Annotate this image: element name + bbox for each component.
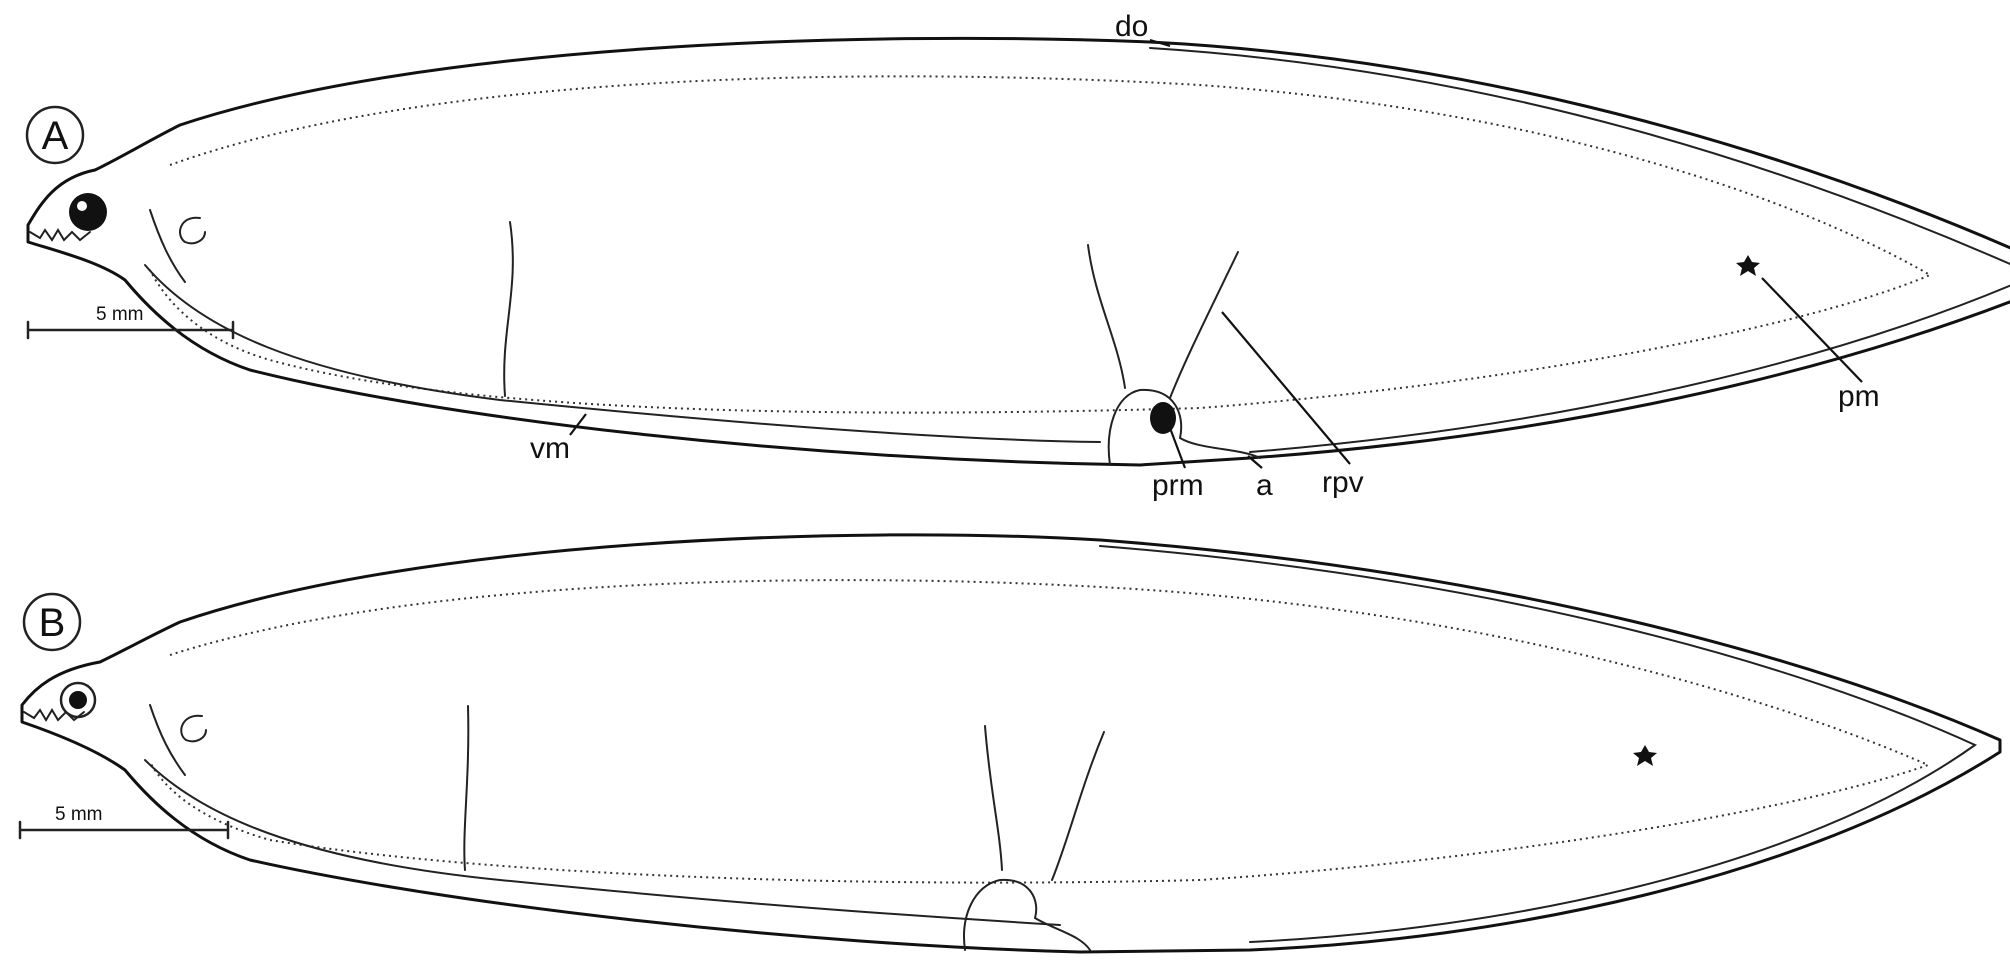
larva-a-opercle — [149, 209, 186, 283]
leader-pm — [1761, 277, 1863, 383]
larva-a-anal-region — [1107, 388, 1261, 466]
leader-do — [1149, 38, 1171, 48]
larva-a-pigment-cluster — [1150, 402, 1176, 434]
label-do: do — [1115, 10, 1148, 43]
larva-a-outline — [26, 36, 2010, 467]
panel-a-label: A — [42, 114, 69, 158]
larva-b-jaw — [23, 708, 85, 722]
larva-a-vertical-line-3 — [1169, 251, 1239, 399]
panel-b: B 5 mm — [18, 533, 2002, 954]
scale-bar-b-label: 5 mm — [55, 804, 103, 825]
larva-b-gut-line — [144, 759, 1061, 926]
larva-b-anal-region — [963, 878, 1091, 951]
leader-a — [1247, 455, 1263, 469]
panel-b-label: B — [39, 601, 66, 645]
panel-a: A 5 mm do vm prm a — [25, 10, 2010, 502]
larva-a-pigment-star-icon — [1736, 255, 1760, 276]
larva-b-opercle — [149, 704, 186, 776]
panel-b-circle — [22, 592, 82, 652]
leader-vm — [569, 413, 587, 436]
larva-a-eye-highlight — [77, 201, 87, 211]
label-a: a — [1256, 469, 1273, 502]
scale-bar-a — [26, 320, 235, 340]
larva-b-vertical-line-1 — [463, 705, 470, 871]
larva-a-eye-icon — [69, 193, 107, 231]
scale-bar-b — [18, 820, 230, 840]
panel-a-circle — [25, 105, 85, 165]
label-prm: prm — [1152, 469, 1204, 502]
larva-b-vertical-line-3 — [1051, 731, 1105, 881]
leader-rpv — [1221, 311, 1351, 465]
larva-a-gut-line — [144, 264, 1101, 443]
label-vm: vm — [530, 432, 570, 465]
larva-b-eye-pupil — [69, 691, 87, 709]
larva-b-outline — [20, 533, 2002, 954]
larva-a-pectoral-fin-icon — [179, 216, 206, 245]
label-pm: pm — [1838, 380, 1880, 413]
leader-prm — [1168, 427, 1187, 469]
larva-b-pectoral-fin-icon — [180, 714, 207, 743]
larva-a-inner-line — [1149, 47, 2010, 453]
label-rpv: rpv — [1322, 466, 1364, 499]
larva-b-dotted-boundary — [149, 579, 1931, 884]
larva-b-vertical-line-2 — [984, 725, 1003, 871]
larva-a-vertical-line-2 — [1087, 244, 1126, 389]
scale-bar-a-label: 5 mm — [96, 304, 144, 325]
larva-b-inner-line — [1099, 545, 1977, 943]
larva-b-pigment-star-icon — [1633, 745, 1657, 766]
larva-a-vertical-line-1 — [503, 221, 514, 397]
larva-a-jaw — [29, 228, 91, 242]
